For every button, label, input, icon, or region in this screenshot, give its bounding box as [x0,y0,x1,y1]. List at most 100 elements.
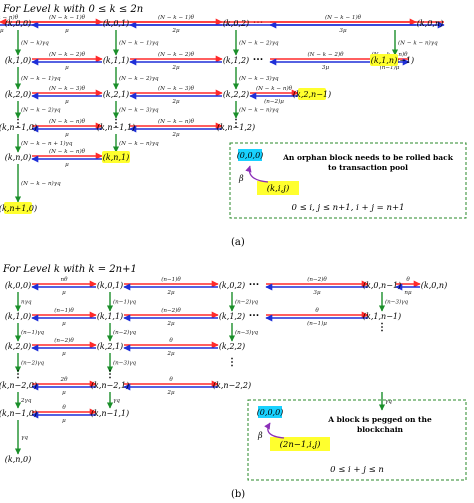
state-node-k-0-0: (k,0,0) [5,19,31,28]
source-state-highlight [257,181,299,195]
backward-rate-label: μ [65,99,69,105]
note-condition: 0 ≤ i, j ≤ n+1, i + j = n+1 [291,203,404,213]
backward-rate-label: μ [62,321,66,327]
forward-rate-label: (n−2)θ [161,307,181,314]
failure-rate-label: (N − k − 3)γq [239,75,279,82]
backward-rate-label: μ [62,418,66,424]
state-node-k-2-1: (k,2,1) [103,90,129,99]
state-node-k-1-n: (k,1,n) [371,56,397,65]
forward-rate-label: 2θ [60,377,69,383]
return-transition-arrow [245,165,269,183]
state-node-k-0-n: (k,0,n) [417,19,443,28]
failure-rate-label: (N − k)γq [21,40,49,47]
vertical-ellipsis: ⋮ [231,118,241,129]
return-transition-arrow [264,422,285,439]
failure-rate-label: (N − k − n)γq [239,107,279,114]
failure-rate-label: (N − k − n)γq [21,180,61,187]
forward-rate-label: (n−2)θ [307,276,327,283]
note-box [229,142,467,219]
backward-rate-label: 2μ [166,351,175,357]
forward-rate-label: (N − k − 1)θ [49,14,86,21]
state-node-k-n-1-1: (k,n−1,1) [97,123,135,132]
backward-rate-label: 2μ [171,99,180,105]
forward-rate-label: (N − k − n)θ [158,118,195,125]
backward-rate-label: μ [62,390,66,396]
note-text-line: to transaction pool [328,163,408,172]
failure-rate-label: (n−3)γq [385,299,409,306]
state-node-k-n-1-0: (k,n+1,0) [0,204,37,213]
forward-rate-label: θ [406,277,410,283]
failure-rate-label: (N − k − n)γq [119,140,159,147]
backward-rate-label: (n−1)μ [307,320,327,327]
state-node-k-1-2: (k,1,2) [223,56,249,65]
ellipsis-dots: ··· [253,18,263,29]
failure-rate-label: (N − k − 1)γq [119,40,159,47]
state-node-k-n-2-1: (k,n−2,1) [91,381,129,390]
panel-a-diagram: (N − k − 1)θ μ (N − k − 1)θ 2μ (N − k − 1)θ 3… [0,14,467,219]
forward-rate-label: θ [62,405,66,411]
vertical-ellipsis: ⋮ [13,369,23,380]
failure-rate-label: γq [385,399,392,405]
forward-rate-label: (N − k − 2)θ [307,51,344,58]
failure-rate-label: (N − k − 2)γq [239,40,279,47]
state-node-k-0-2: (k,0,2) [219,281,245,290]
backward-rate-label: μ [62,290,66,296]
state-node-k-2-0: (k,2,0) [5,90,31,99]
panel-b-caption: (b) [231,489,245,500]
forward-rate-label: (N − k − 1)θ [325,14,362,21]
state-node-k-2-2: (k,2,2) [223,90,249,99]
state-node-k-n-2-0: (k,n−2,0) [0,381,37,390]
forward-rate-label: (N − k − n)θ [49,148,86,155]
state-node-k-0-2: (k,0,2) [223,19,249,28]
target-state-label: (0,0,0) [257,408,284,417]
absorbing-state-highlight [4,202,32,214]
state-node-k-1-1: (k,1,1) [97,312,123,321]
state-node-k-0-n-1: (k,0,n−1) [363,281,401,290]
backward-rate-label: μ [65,28,69,34]
absorbing-state-highlight [298,88,326,100]
ellipsis-dots: ··· [249,280,259,291]
beta-rate-label: β [238,174,244,183]
forward-rate-label: (N − k − 1)θ [158,14,195,21]
forward-rate-label: (n−2)θ [54,337,74,344]
backward-rate-label: 3μ [313,290,321,296]
state-node-k-2-0: (k,2,0) [5,342,31,351]
state-node-k-n-0: (k,n,0) [5,455,31,464]
state-node-k-1-2: (k,1,2) [219,312,245,321]
vertical-ellipsis: ⋮ [377,322,387,333]
failure-rate-label: (N − k − n)γq [398,40,438,47]
failure-rate-label: nγq [21,300,32,306]
forward-rate-label: (n−1)θ [54,307,74,314]
vertical-ellipsis: ⋮ [111,118,121,129]
state-node-k-n-1-0: (k,n−1,0) [0,123,37,132]
vertical-ellipsis: ⋮ [13,118,23,129]
backward-rate-label: 2μ [171,65,180,71]
forward-rate-label: (N − k − 3)θ [49,85,86,92]
backward-rate-label: nμ [404,290,412,296]
vertical-ellipsis: ⋮ [105,369,115,380]
note-text-line: A block is pegged on the [327,415,432,424]
panel-b-header: For Level k with k = 2n+1 [2,264,137,275]
target-state-label: (0,0,0) [237,151,264,160]
backward-rate-label: 2μ [166,290,175,296]
forward-rate-label: θ [169,338,173,344]
state-node-k-n-1-2: (k,n−1,2) [217,123,255,132]
failure-rate-label: γq [21,435,28,441]
state-node-k-1-0: (k,1,0) [5,312,31,321]
forward-rate-label: θ [315,308,319,314]
state-node-k-1-n-1: (k,1,n−1) [363,312,401,321]
backward-rate-label: 3μ [339,28,347,34]
failure-rate-label: (n−2)γq [113,329,137,336]
forward-rate-label: (N − k − n)θ [256,85,293,92]
forward-rate-label: (N − k − n)θ [0,14,19,21]
state-node-k-n-0: (k,n,0) [5,153,31,162]
source-state-highlight [270,437,330,451]
failure-rate-label: (n−2)γq [21,360,45,367]
failure-rate-label: (n−1)γq [21,329,45,336]
panel-b-diagram: nθμ(n−1)θ2μ(n−2)θ3μ···θnμ(n−1)θμ(n−2)θ2μ… [0,276,467,481]
failure-rate-label: (N − k − n + 1)γq [21,140,73,147]
panel-a-header: For Level k with 0 ≤ k ≤ 2n [2,4,143,15]
state-node-k-0-0: (k,0,0) [5,281,31,290]
failure-rate-label: (n−3)γq [113,360,137,367]
state-node-k-2-1: (k,2,1) [97,342,123,351]
